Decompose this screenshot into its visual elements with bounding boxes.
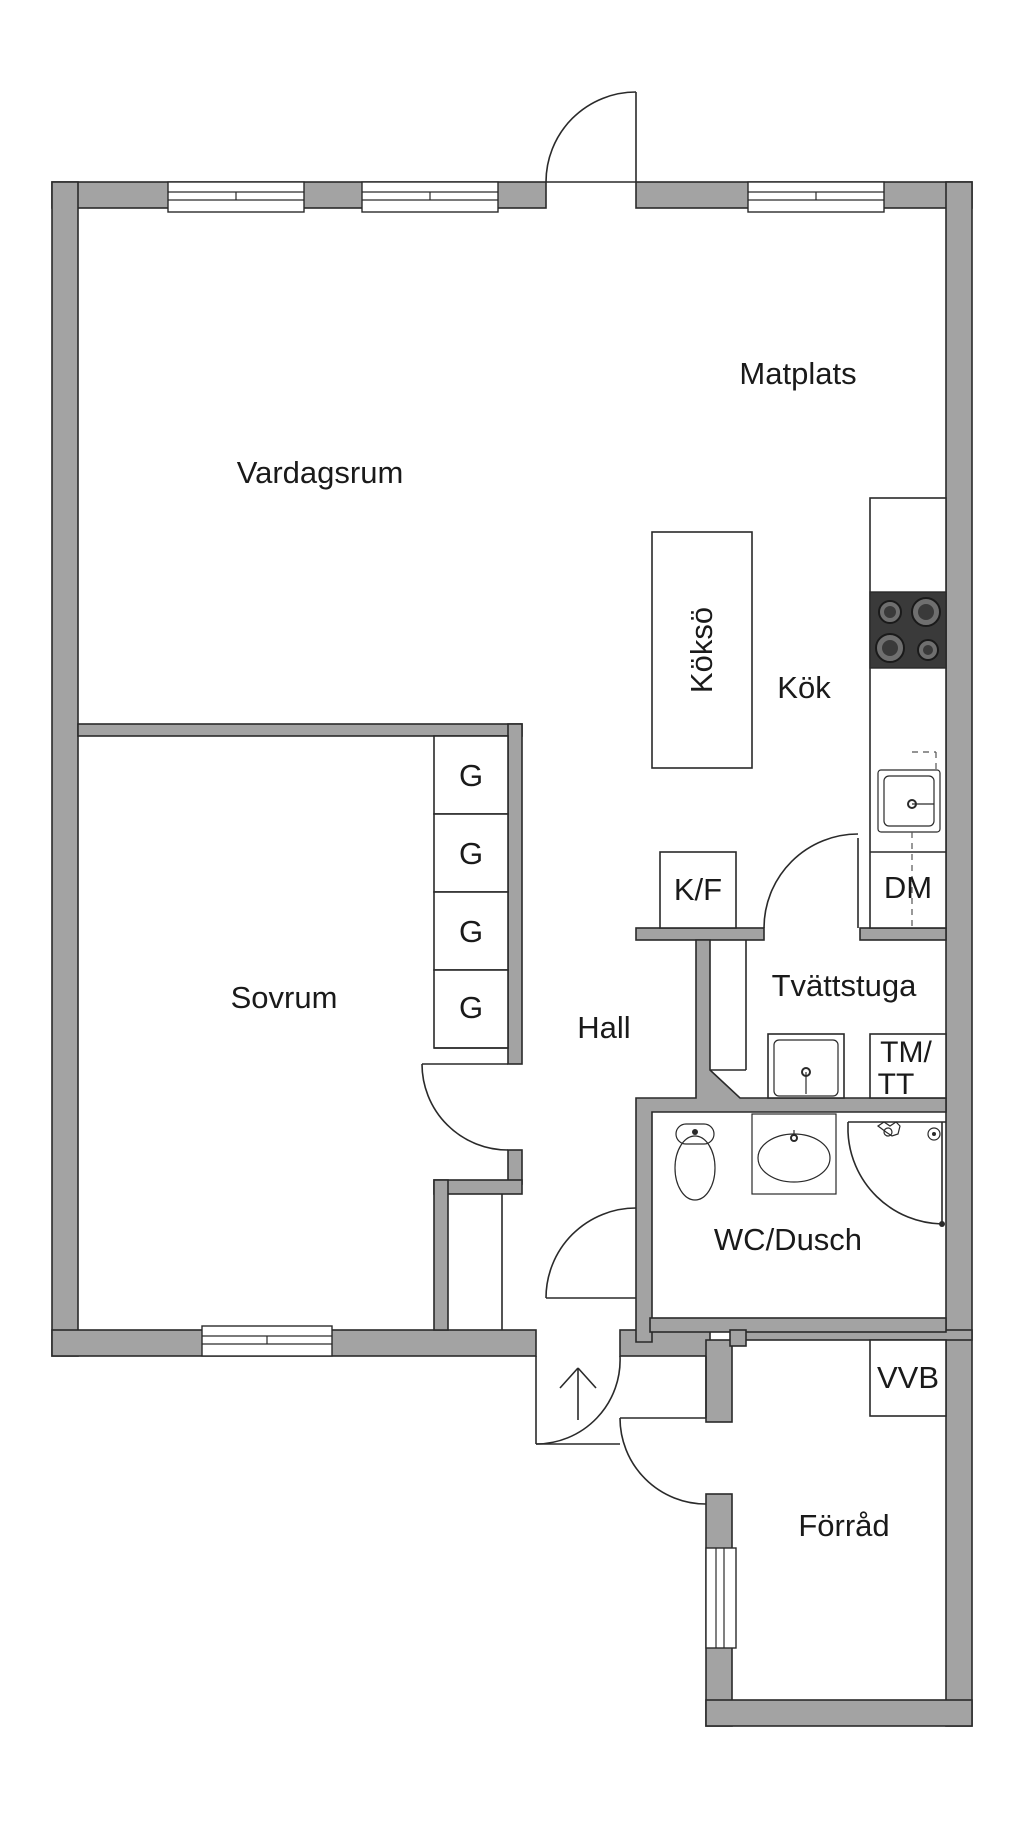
dishwasher-label: DM [884,870,932,905]
top-door [545,91,637,183]
windows [167,181,885,1649]
storage-wall-bottom [705,1699,973,1727]
washer-label-2: TT [878,1068,915,1101]
island-label: Köksö [684,607,719,693]
washer-dryer [869,1033,947,1099]
bath-bottom-wall [649,1317,947,1333]
bedroom-door [421,1063,509,1151]
room-label-hall: Hall [577,1010,630,1045]
fridge-label: K/F [674,872,722,907]
water-heater: VVB [869,1339,947,1417]
room-label-sovrum: Sovrum [231,980,338,1015]
exterior-walls [51,181,973,1727]
counter [869,497,947,929]
bathroom-fixtures [674,1113,946,1227]
wardrobe-3 [433,891,509,971]
room-label-tvattstuga: Tvättstuga [772,968,917,1003]
bottom-wall-mid [619,1329,711,1357]
storage-wall-upper [705,1339,733,1423]
wardrobe-label: G [459,990,483,1025]
kitchen-counter: DM [869,497,947,929]
room-label-matplats: Matplats [739,356,856,391]
room-label-vardagsrum: Vardagsrum [237,455,404,490]
closet-left-wall [433,1179,449,1331]
kitchen-sink-icon [877,751,941,926]
water-heater-label: VVB [877,1360,939,1395]
storage-corner [729,1329,747,1347]
bathroom-door [545,1207,637,1299]
window-1 [167,181,305,213]
wardrobe-1 [433,735,509,815]
fridge: K/F [659,851,737,929]
kf-shelf [635,927,765,941]
left-wall [51,181,79,1357]
wardrobe-2 [433,813,509,893]
bedroom-right-wall-upper [507,723,523,1065]
laundry-door [763,833,859,929]
room-label-wc-dusch: WC/Dusch [714,1222,862,1257]
wardrobe-label: G [459,836,483,871]
bedroom-right-wall-lower [507,1149,523,1185]
room-labels: Vardagsrum Matplats Kök Sovrum Hall Tvät… [231,356,918,1543]
window-4 [201,1325,333,1357]
front-door [535,1355,621,1445]
washbasin-icon [751,1113,837,1195]
entrance-arrow-icon [559,1367,597,1420]
wardrobe-label: G [459,758,483,793]
kitchen-island: Köksö [651,531,753,769]
room-label-kok: Kök [777,670,831,705]
storage-door [619,1356,707,1505]
right-wall [945,181,973,1727]
wardrobe-4 [433,969,509,1049]
laundry-sink-icon [767,1033,845,1099]
window-3 [747,181,885,213]
wardrobes: G G G G [433,735,509,1049]
laundry-fixtures: TM/ TT [710,940,947,1101]
laundry-top-wall-right [859,927,947,941]
interior-walls [77,723,947,1347]
washer-label-1: TM/ [880,1036,932,1069]
shower-icon [847,1121,946,1227]
laundry-bath-wall [635,939,947,1343]
window-5 [705,1547,737,1649]
toilet-icon [674,1123,716,1201]
bedroom-top-wall [77,723,523,737]
wardrobe-label: G [459,914,483,949]
room-label-forrad: Förråd [798,1508,889,1543]
window-2 [361,181,499,213]
